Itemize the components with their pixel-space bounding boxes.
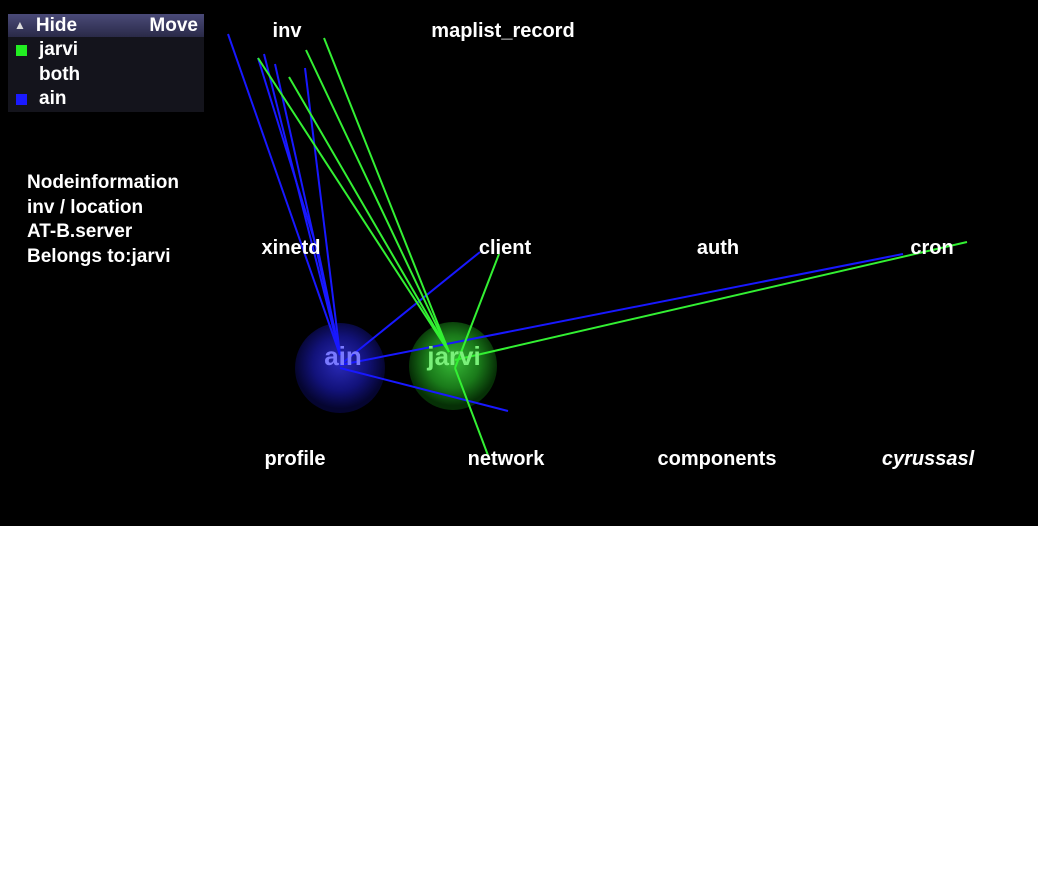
category-label-profile[interactable]: profile bbox=[264, 448, 325, 470]
legend-item-label: jarvi bbox=[39, 39, 79, 60]
category-label-inv[interactable]: inv bbox=[273, 20, 303, 42]
hide-label: Hide bbox=[35, 15, 78, 36]
legend-item-label: both bbox=[39, 64, 81, 85]
edge bbox=[323, 37, 450, 353]
edge bbox=[317, 249, 341, 356]
green-swatch-icon bbox=[16, 45, 27, 56]
edge bbox=[227, 33, 341, 356]
node-info-value: AT-B.server bbox=[27, 221, 133, 242]
category-label-client[interactable]: client bbox=[479, 237, 532, 259]
edge bbox=[263, 53, 341, 356]
hide-button[interactable]: ▲ Hide bbox=[14, 15, 77, 37]
jarvi-node-label: jarvi bbox=[426, 341, 481, 371]
node-information-panel: Nodeinformation inv / location AT-B.serv… bbox=[27, 171, 179, 269]
legend-header: ▲ Hide Move bbox=[8, 14, 204, 37]
edge bbox=[454, 367, 490, 459]
edge bbox=[454, 241, 968, 361]
edge bbox=[288, 76, 450, 353]
graph-canvas[interactable]: ain jarvi inv maplist_record xinetd clie… bbox=[0, 0, 1038, 526]
legend-item-label: ain bbox=[39, 88, 67, 109]
edge bbox=[257, 57, 319, 253]
category-label-auth[interactable]: auth bbox=[697, 237, 739, 259]
edge bbox=[305, 49, 450, 353]
jarvi-edges bbox=[257, 37, 968, 459]
category-label-cyrussasl[interactable]: cyrussasl bbox=[882, 448, 975, 470]
category-label-components[interactable]: components bbox=[658, 448, 777, 470]
category-label-maplist-record[interactable]: maplist_record bbox=[431, 20, 574, 42]
graph-viewport[interactable]: ain jarvi inv maplist_record xinetd clie… bbox=[0, 0, 1038, 526]
ain-node-label: ain bbox=[324, 341, 362, 371]
node-info-title: Nodeinformation bbox=[27, 172, 179, 193]
ain-edges bbox=[227, 33, 904, 412]
legend-panel: ▲ Hide Move jarvi both ain bbox=[8, 14, 204, 112]
triangle-up-icon: ▲ bbox=[14, 18, 26, 32]
edge bbox=[454, 253, 500, 369]
jarvi-node[interactable] bbox=[409, 322, 497, 410]
move-button[interactable]: Move bbox=[149, 15, 198, 36]
blue-swatch-icon bbox=[16, 94, 27, 105]
node-info-path: inv / location bbox=[27, 196, 144, 218]
node-info-belongs: Belongs to:jarvi bbox=[27, 245, 171, 267]
edge bbox=[339, 251, 481, 366]
category-label-xinetd[interactable]: xinetd bbox=[262, 237, 321, 259]
category-label-cron[interactable]: cron bbox=[910, 237, 953, 259]
category-label-network[interactable]: network bbox=[468, 448, 546, 470]
edge bbox=[257, 57, 450, 353]
edge bbox=[339, 367, 509, 412]
edge bbox=[339, 253, 904, 366]
